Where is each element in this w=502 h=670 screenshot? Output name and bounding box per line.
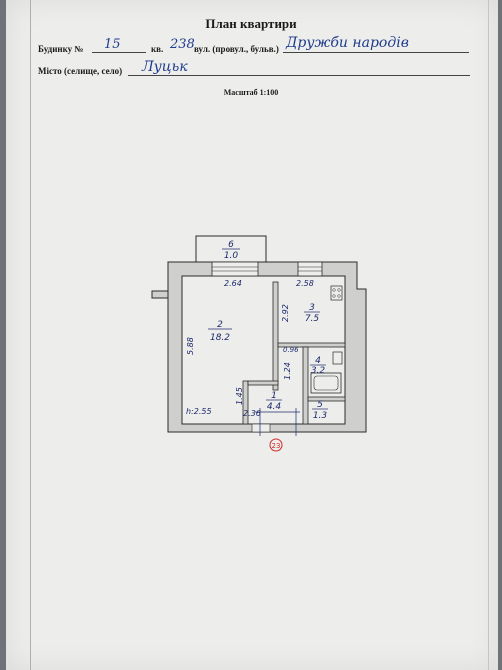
street-type-label: вул. (провул., бульв.) (194, 44, 279, 54)
city-name: Луцьк (142, 59, 188, 75)
building-label: Будинку № (38, 44, 84, 54)
street-name: Дружби народів (286, 35, 409, 51)
apartment-number: 238 (170, 37, 195, 52)
right-margin-line (488, 0, 489, 670)
street-underline (283, 52, 469, 53)
apartment-label: кв. (151, 44, 164, 54)
scale-label: Масштаб 1:100 (223, 88, 279, 97)
building-number: 15 (104, 37, 121, 52)
left-margin-line (30, 0, 31, 670)
city-underline (128, 75, 470, 76)
city-label: Місто (селище, село) (38, 66, 123, 76)
building-number-underline (92, 52, 146, 53)
document-title: План квартири (205, 16, 297, 31)
document-sheet (6, 0, 498, 670)
